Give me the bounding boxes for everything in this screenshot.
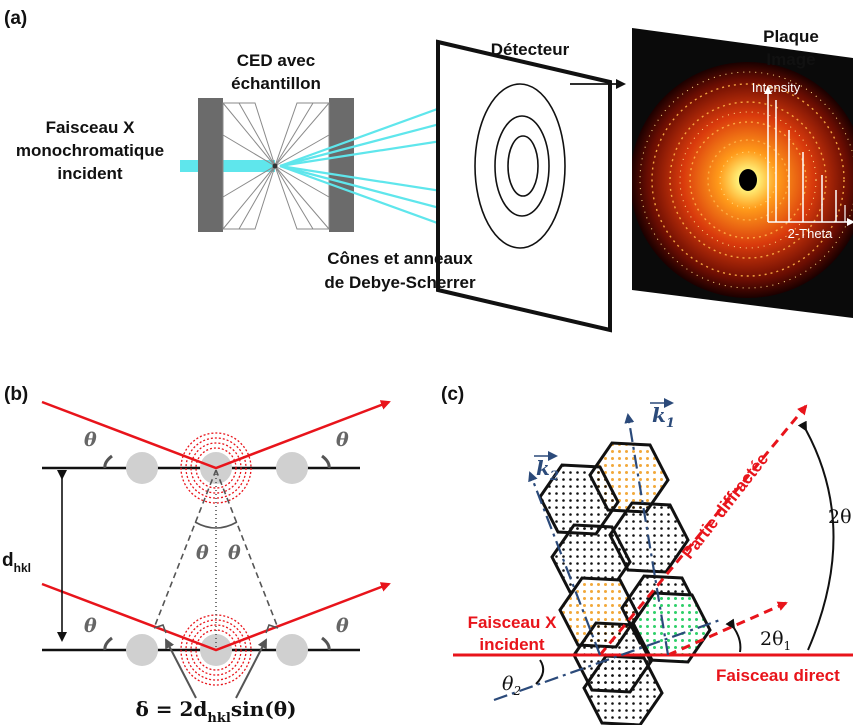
svg-text:Cônes et anneaux: Cônes et anneaux (327, 249, 473, 268)
cones-label: Cônes et anneaux de Debye-Scherrer (324, 249, 476, 292)
incident-label-c: Faisceau X incident (468, 613, 557, 654)
source-label: Faisceau X monochromatique incident (16, 118, 164, 183)
debye-scherrer-rings (474, 83, 566, 249)
svg-text:θ: θ (336, 429, 349, 451)
two-theta-axis-label: 2-Theta (788, 226, 834, 241)
theta2-label: θ2 (502, 673, 521, 698)
theta2-arc (535, 659, 545, 685)
detector-plate (436, 39, 612, 333)
right-anvil-seat (329, 98, 354, 232)
svg-text:monochromatique: monochromatique (16, 141, 164, 160)
diffracted-beam (598, 404, 808, 656)
svg-text:θ: θ (228, 542, 241, 564)
bragg-formula: δ = 2dhklsin(θ) (135, 697, 296, 725)
detector-label: Détecteur (491, 40, 570, 59)
scattered-wavefronts (180, 432, 252, 686)
two-theta-arc (797, 420, 835, 651)
sample (272, 163, 278, 169)
incident-beam (180, 160, 275, 172)
svg-text:θ: θ (84, 429, 97, 451)
k-vectors (493, 413, 721, 702)
formula-pointers (165, 638, 267, 699)
diffracted-label: Partie diffractée (678, 450, 772, 563)
cell-label: CED avec échantillon (231, 51, 321, 93)
svg-text:Faisceau X: Faisceau X (46, 118, 135, 137)
theta-arcs (103, 454, 331, 651)
plate-label: Plaque Image (763, 27, 819, 69)
k1-label: k1 (652, 403, 675, 431)
grains (538, 441, 712, 725)
d-spacing-label: dhkl (2, 550, 31, 575)
panel-a-tag: (a) (4, 8, 27, 29)
two-theta-label: 2θ (828, 506, 852, 528)
svg-text:échantillon: échantillon (231, 74, 321, 93)
intensity-label: Intensity (752, 80, 801, 95)
svg-text:θ: θ (196, 542, 209, 564)
atoms (126, 452, 308, 666)
theta-labels: θ θ θ θ θ θ (84, 429, 349, 637)
panel-b-tag: (b) (4, 384, 28, 405)
svg-text:Plaque: Plaque (763, 27, 819, 46)
direct-beam-label: Faisceau direct (716, 666, 840, 685)
svg-text:CED avec: CED avec (237, 51, 315, 70)
two-theta1-label: 2θ1 (760, 628, 791, 653)
svg-text:θ: θ (84, 615, 97, 637)
bragg-rays (41, 400, 391, 652)
panel-c-tag: (c) (441, 384, 464, 405)
image-plate (632, 28, 853, 318)
svg-text:Faisceau X: Faisceau X (468, 613, 557, 632)
svg-text:θ: θ (336, 615, 349, 637)
path-difference-construction (153, 469, 279, 650)
left-anvil-seat (198, 98, 223, 232)
svg-text:Image: Image (766, 50, 815, 69)
intensity-plot (764, 86, 853, 226)
svg-text:incident: incident (479, 635, 545, 654)
two-theta1-arc (725, 618, 742, 653)
svg-text:de Debye-Scherrer: de Debye-Scherrer (324, 273, 476, 292)
svg-text:incident: incident (57, 164, 123, 183)
k2-label: k2 (536, 456, 559, 484)
